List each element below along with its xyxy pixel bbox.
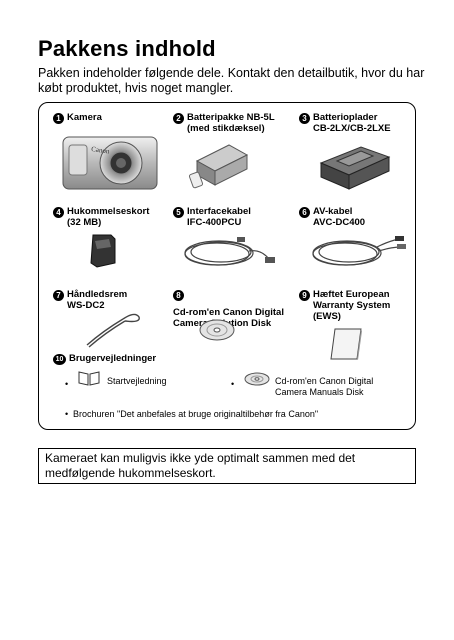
av-cable-image	[312, 236, 406, 266]
item-number: 6	[299, 207, 310, 218]
intro-text: Pakken indeholder følgende dele. Kontakt…	[38, 66, 425, 95]
cd-image	[199, 319, 235, 341]
item-number: 10	[53, 354, 66, 365]
cd-icon	[244, 372, 270, 386]
item-number: 2	[173, 113, 184, 124]
book-icon	[78, 371, 100, 386]
page-title: Pakkens indhold	[38, 36, 216, 61]
brochure-label: Brochuren "Det anbefales at bruge origin…	[73, 409, 319, 419]
item-number: 3	[299, 113, 310, 124]
camera-brand: Canon	[91, 145, 111, 156]
item-label: Kamera	[67, 112, 102, 123]
item-number: 4	[53, 207, 64, 218]
bullet: •	[65, 409, 69, 419]
item-label: Brugervejledninger	[69, 353, 157, 364]
item-label: Hukommelseskort(32 MB)	[67, 206, 150, 228]
battery-image	[189, 144, 249, 189]
item-number: 1	[53, 113, 64, 124]
wrist-strap-image	[86, 313, 140, 348]
camera-image: Canon	[62, 136, 158, 190]
bullet: •	[231, 379, 235, 389]
memory-card-image	[90, 234, 116, 268]
item-number: 9	[299, 290, 310, 301]
startguide-label: Startvejledning	[107, 376, 167, 386]
usb-cable-image	[184, 237, 275, 266]
notice-box: Kameraet kan muligvis ikke yde optimalt …	[38, 448, 416, 484]
bullet: •	[65, 379, 69, 389]
item-number: 8	[173, 290, 184, 301]
item-number: 5	[173, 207, 184, 218]
item-number: 7	[53, 290, 64, 301]
charger-image	[319, 146, 391, 190]
booklet-image	[330, 328, 362, 360]
item-label: Batteripakke NB-5L(med stikdæksel)	[187, 112, 275, 134]
